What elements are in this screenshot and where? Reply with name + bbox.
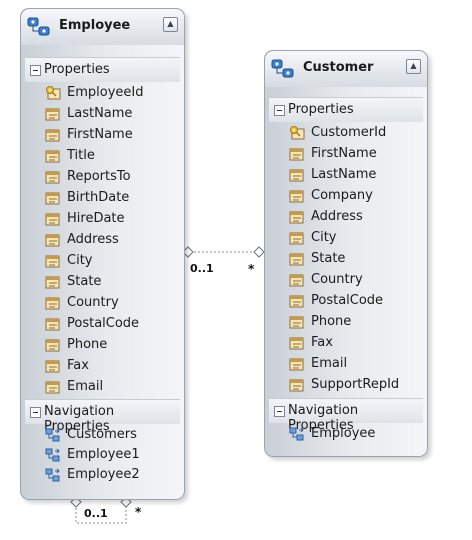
property-icon bbox=[45, 106, 61, 122]
property-icon bbox=[45, 232, 61, 248]
property-name: Company bbox=[311, 188, 373, 203]
properties-section-header[interactable]: Properties bbox=[25, 57, 180, 82]
property-name: HireDate bbox=[67, 211, 125, 226]
collapse-toggle-icon[interactable] bbox=[274, 105, 285, 116]
property-icon bbox=[45, 337, 61, 353]
property-icon bbox=[45, 211, 61, 227]
collapse-chevron-icon[interactable]: ▲ bbox=[163, 17, 178, 32]
property-name: Fax bbox=[311, 335, 333, 350]
property-name: SupportRepId bbox=[311, 377, 400, 392]
property-name: LastName bbox=[311, 167, 377, 182]
property-name: Employee bbox=[311, 426, 376, 441]
key-property-icon bbox=[289, 125, 305, 141]
property-icon bbox=[45, 148, 61, 164]
property-icon bbox=[289, 314, 305, 330]
property-name: BirthDate bbox=[67, 190, 130, 205]
property-icon bbox=[45, 295, 61, 311]
property-icon bbox=[289, 377, 305, 393]
property-name: State bbox=[311, 251, 346, 266]
collapse-toggle-icon[interactable] bbox=[30, 65, 41, 76]
property-icon bbox=[289, 335, 305, 351]
section-label: Navigation Properties bbox=[44, 404, 115, 434]
property-icon bbox=[289, 272, 305, 288]
entity-header[interactable]: Employee ▲ bbox=[21, 9, 184, 45]
property-icon bbox=[289, 209, 305, 225]
collapse-toggle-icon[interactable] bbox=[274, 406, 285, 417]
property-icon bbox=[289, 230, 305, 246]
property-name: Email bbox=[311, 356, 348, 371]
section-label: Properties bbox=[44, 62, 110, 77]
property-name: FirstName bbox=[67, 127, 133, 142]
collapse-chevron-icon[interactable]: ▲ bbox=[406, 59, 421, 74]
property-icon bbox=[289, 146, 305, 162]
property-name: Fax bbox=[67, 358, 89, 373]
association-end-diamond bbox=[182, 246, 194, 258]
property-name: Address bbox=[67, 232, 119, 247]
navigation-property-icon bbox=[289, 426, 305, 442]
property-name: PostalCode bbox=[311, 293, 384, 308]
property-icon bbox=[45, 316, 61, 332]
property-name: Customers bbox=[67, 427, 137, 442]
navigation-property-icon bbox=[45, 427, 61, 443]
property-name: Employee2 bbox=[67, 467, 140, 482]
navigation-section-header[interactable]: Navigation Properties bbox=[269, 398, 423, 433]
property-icon bbox=[45, 358, 61, 374]
property-icon bbox=[289, 188, 305, 204]
property-icon bbox=[45, 253, 61, 269]
key-property-icon bbox=[45, 85, 61, 101]
property-name: PostalCode bbox=[67, 316, 140, 331]
property-name: Address bbox=[311, 209, 363, 224]
association-end-diamond bbox=[253, 246, 265, 258]
multiplicity-label: 0..1 bbox=[84, 507, 108, 520]
property-icon bbox=[289, 167, 305, 183]
multiplicity-label: * bbox=[248, 262, 255, 276]
section-label: Properties bbox=[288, 102, 354, 117]
property-name: Country bbox=[67, 295, 119, 310]
property-name: Email bbox=[67, 379, 104, 394]
employee-self-connector[interactable] bbox=[75, 504, 127, 524]
property-name: CustomerId bbox=[311, 125, 387, 140]
property-name: City bbox=[311, 230, 337, 245]
property-name: ReportsTo bbox=[67, 169, 131, 184]
property-name: Country bbox=[311, 272, 363, 287]
property-name: City bbox=[67, 253, 93, 268]
entity-type-icon bbox=[271, 58, 295, 84]
property-name: State bbox=[67, 274, 102, 289]
property-icon bbox=[45, 169, 61, 185]
property-name: Title bbox=[67, 148, 95, 163]
navigation-section-header[interactable]: Navigation Properties bbox=[25, 399, 180, 434]
navigation-property-icon bbox=[45, 447, 61, 463]
property-icon bbox=[45, 379, 61, 395]
property-name: FirstName bbox=[311, 146, 377, 161]
property-name: Phone bbox=[311, 314, 352, 329]
section-label: Navigation Properties bbox=[288, 403, 359, 433]
properties-section-header[interactable]: Properties bbox=[269, 97, 423, 122]
property-icon bbox=[289, 251, 305, 267]
property-name: Employee1 bbox=[67, 447, 140, 462]
navigation-property-icon bbox=[45, 467, 61, 483]
entity-title: Customer bbox=[303, 60, 374, 75]
property-icon bbox=[45, 190, 61, 206]
property-icon bbox=[45, 274, 61, 290]
property-icon bbox=[289, 356, 305, 372]
multiplicity-label: 0..1 bbox=[190, 262, 214, 275]
property-icon bbox=[45, 127, 61, 143]
property-name: Phone bbox=[67, 337, 108, 352]
navigation-list: Employee bbox=[289, 424, 423, 448]
property-icon bbox=[289, 293, 305, 309]
property-name: EmployeeId bbox=[67, 85, 144, 100]
entity-title: Employee bbox=[59, 18, 131, 33]
entity-header[interactable]: Customer ▲ bbox=[265, 51, 427, 87]
property-name: LastName bbox=[67, 106, 133, 121]
entity-type-icon bbox=[27, 16, 51, 42]
multiplicity-label: * bbox=[135, 505, 142, 519]
collapse-toggle-icon[interactable] bbox=[30, 407, 41, 418]
